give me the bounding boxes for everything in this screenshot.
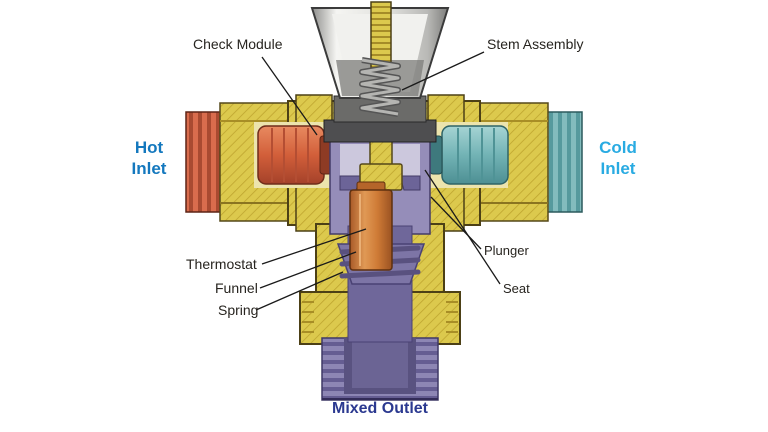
label-check-module: Check Module (193, 36, 283, 52)
leader-thermostat (261, 228, 367, 265)
cold-inlet-line1: Cold (599, 138, 637, 157)
label-funnel: Funnel (215, 280, 258, 296)
label-plunger: Plunger (484, 243, 529, 258)
label-seat: Seat (503, 281, 530, 296)
label-mixed-outlet: Mixed Outlet (331, 400, 428, 417)
hot-inlet-line1: Hot (134, 138, 164, 157)
leader-seat (424, 169, 501, 285)
stem-assembly-part (310, 1, 450, 117)
stem-part (370, 1, 392, 69)
thermostat-part (349, 181, 393, 271)
hot-check-module-part (257, 125, 333, 185)
label-hot-inlet: Hot Inlet (117, 137, 181, 180)
label-thermostat: Thermostat (186, 256, 257, 272)
leader-spring (255, 271, 344, 311)
leader-funnel (259, 251, 357, 289)
cold-check-module-part (429, 125, 509, 185)
label-cold-inlet: Cold Inlet (586, 137, 650, 180)
label-stem-assembly: Stem Assembly (487, 36, 584, 52)
cold-inlet-line2: Inlet (600, 159, 636, 179)
leader-stem-assembly (401, 51, 485, 91)
hot-inlet-line2: Inlet (131, 159, 167, 179)
label-spring: Spring (218, 302, 259, 318)
leader-check-module (261, 56, 318, 136)
leader-lines (255, 51, 501, 311)
mixed-outlet-pipe-part (321, 337, 439, 401)
leader-plunger (430, 196, 482, 250)
